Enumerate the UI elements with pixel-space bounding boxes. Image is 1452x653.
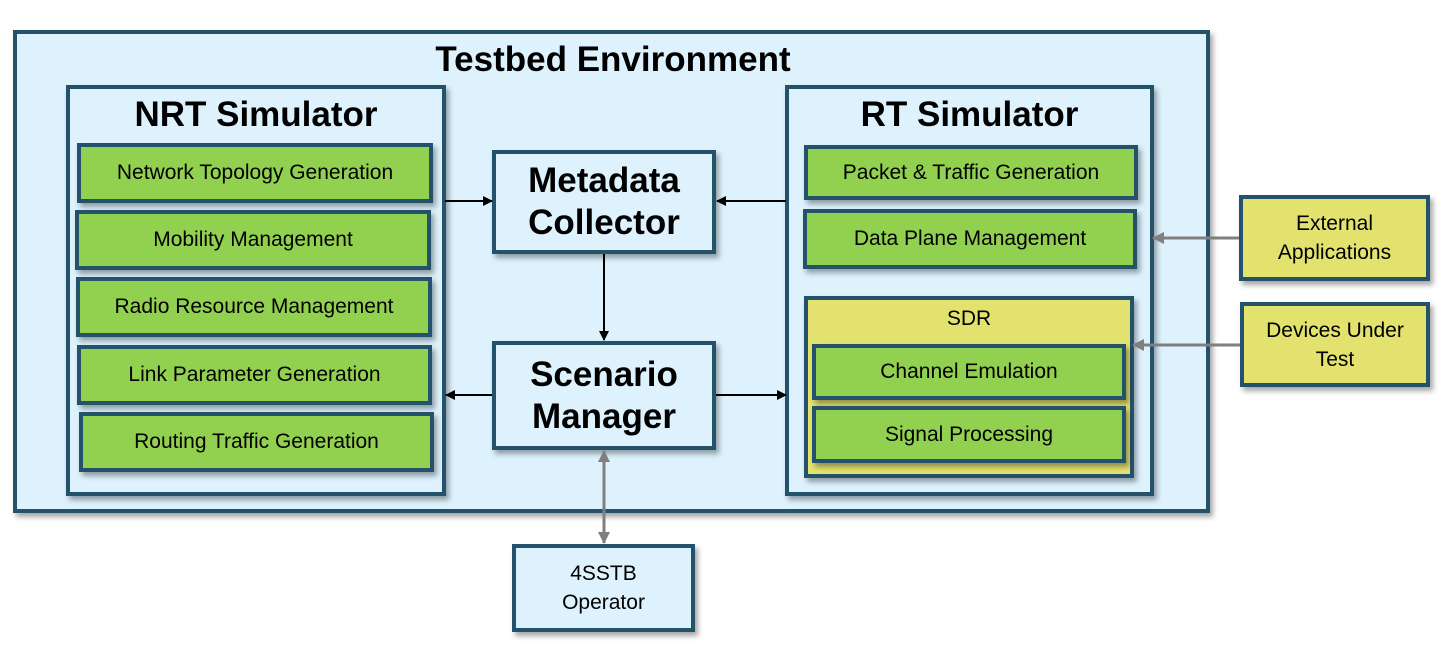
devices-under-test-label-line2: Test: [1315, 347, 1355, 371]
module-radio-resource-management[interactable]: Radio Resource Management: [76, 277, 432, 337]
module-routing-traffic-generation[interactable]: Routing Traffic Generation: [79, 412, 434, 472]
module-packet-traffic-generation[interactable]: Packet & Traffic Generation: [804, 145, 1138, 200]
module-mobility-management[interactable]: Mobility Management: [75, 210, 431, 270]
module-label: Routing Traffic Generation: [134, 430, 379, 453]
module-label: Channel Emulation: [880, 360, 1058, 383]
scenario-manager-label-line2: Manager: [532, 396, 676, 436]
scenario-manager-box[interactable]: Scenario Manager: [492, 341, 716, 450]
operator-box[interactable]: 4SSTB Operator: [512, 544, 695, 632]
devices-under-test-label-line1: Devices Under: [1266, 318, 1404, 342]
module-link-parameter-generation[interactable]: Link Parameter Generation: [77, 345, 432, 405]
module-label: Link Parameter Generation: [128, 363, 381, 386]
external-applications-box[interactable]: External Applications: [1239, 195, 1430, 281]
external-applications-label-line2: Applications: [1277, 241, 1392, 264]
operator-label-line2: Operator: [562, 591, 645, 614]
nrt-simulator-title: NRT Simulator: [134, 95, 378, 134]
rt-simulator-title: RT Simulator: [860, 95, 1079, 134]
sdr-title: SDR: [946, 307, 992, 330]
testbed-environment-title: Testbed Environment: [435, 40, 791, 79]
module-network-topology-generation[interactable]: Network Topology Generation: [77, 143, 433, 203]
module-label: Mobility Management: [153, 228, 353, 251]
scenario-manager-label-line1: Scenario: [530, 354, 678, 394]
module-channel-emulation[interactable]: Channel Emulation: [812, 344, 1126, 400]
module-data-plane-management[interactable]: Data Plane Management: [803, 209, 1137, 269]
module-label: Data Plane Management: [853, 227, 1087, 250]
devices-under-test-box[interactable]: Devices Under Test: [1240, 302, 1430, 387]
metadata-collector-box[interactable]: Metadata Collector: [492, 150, 716, 254]
module-signal-processing[interactable]: Signal Processing: [812, 406, 1126, 463]
module-label: Packet & Traffic Generation: [842, 160, 1100, 184]
operator-label-line1: 4SSTB: [570, 562, 637, 585]
module-label: Signal Processing: [884, 422, 1054, 446]
external-applications-label-line1: External: [1295, 212, 1374, 235]
module-label: Radio Resource Management: [114, 295, 394, 318]
metadata-collector-label-line2: Collector: [528, 203, 680, 242]
metadata-collector-label-line1: Metadata: [528, 161, 680, 200]
module-label: Network Topology Generation: [116, 161, 394, 184]
